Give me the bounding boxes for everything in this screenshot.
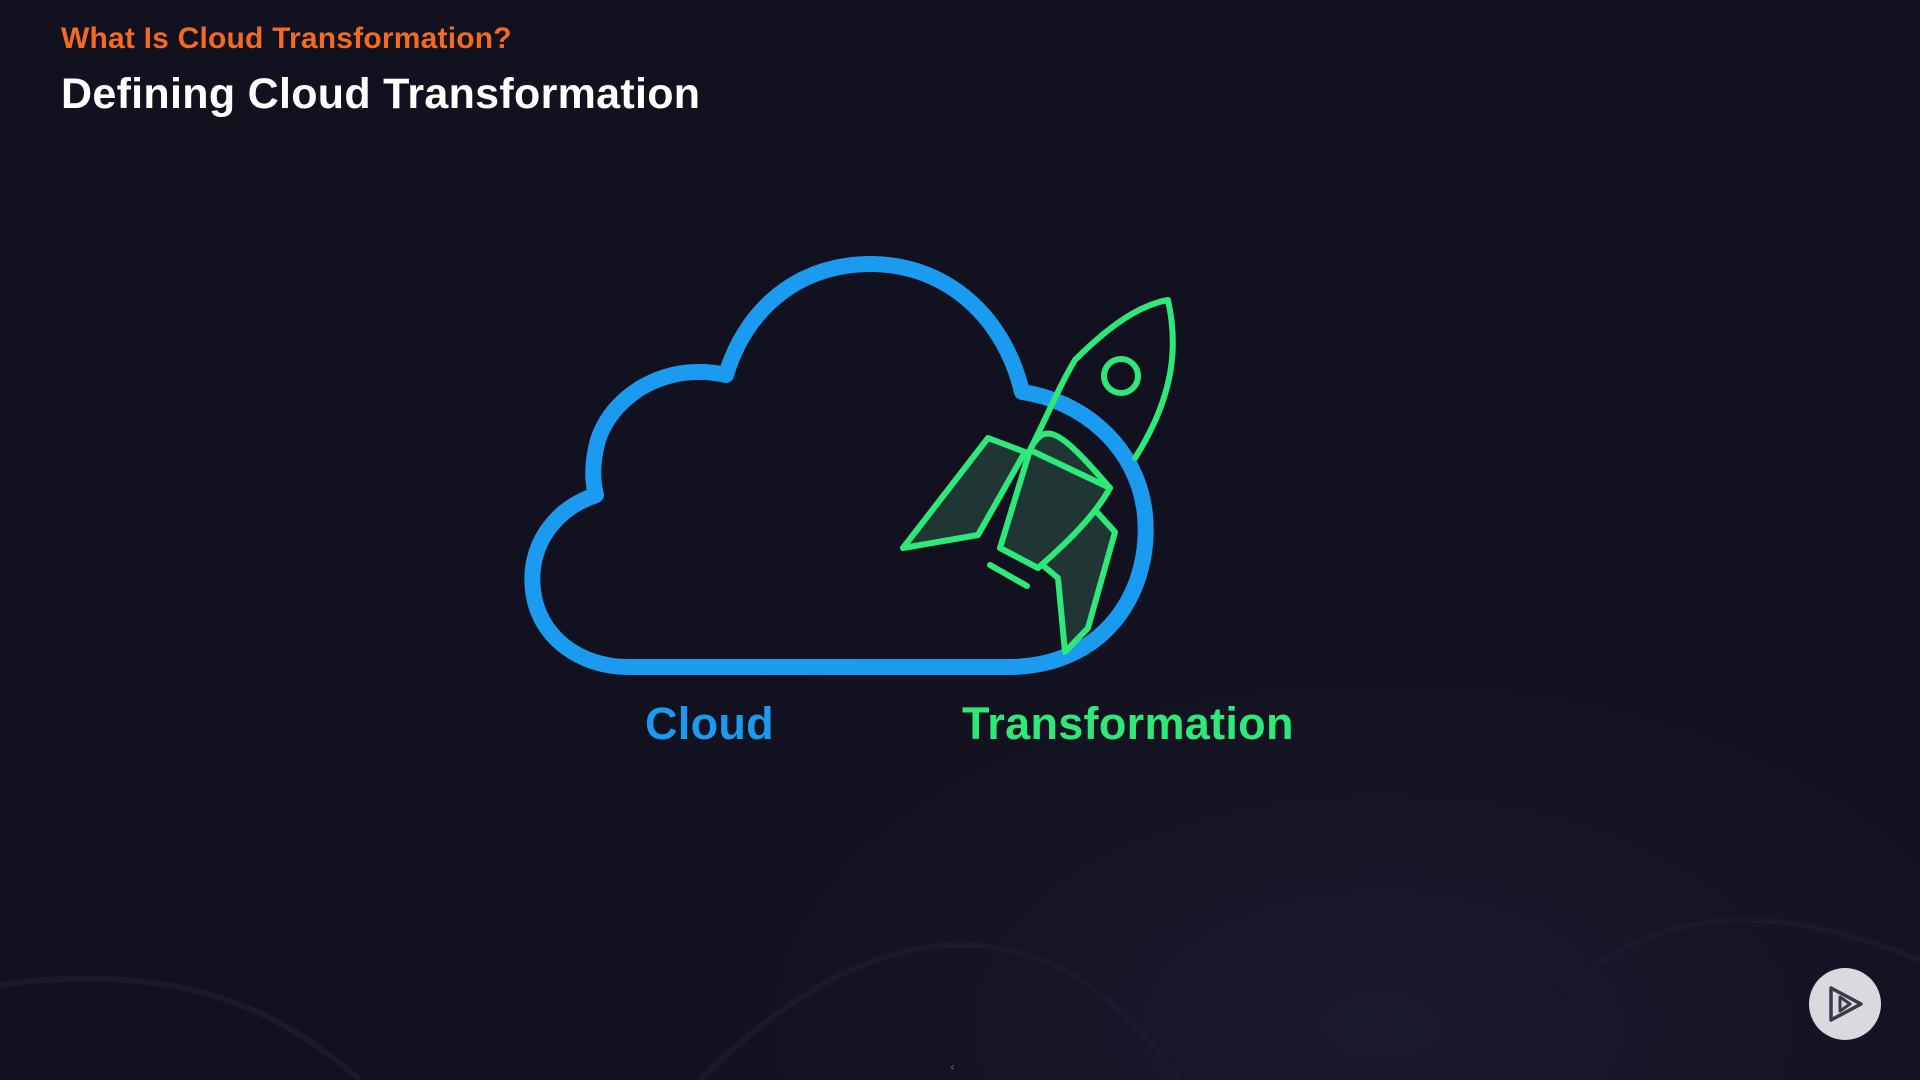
play-icon (1829, 986, 1863, 1022)
rocket-icon (900, 297, 1176, 655)
transformation-label: Transformation (962, 698, 1294, 749)
slide-kicker: What Is Cloud Transformation? (61, 22, 512, 55)
cloud-icon (524, 256, 1154, 675)
play-button[interactable] (1809, 968, 1881, 1040)
nav-glyph: ‹ (950, 1060, 955, 1074)
slide-title: Defining Cloud Transformation (61, 70, 701, 118)
cloud-label: Cloud (645, 698, 774, 749)
